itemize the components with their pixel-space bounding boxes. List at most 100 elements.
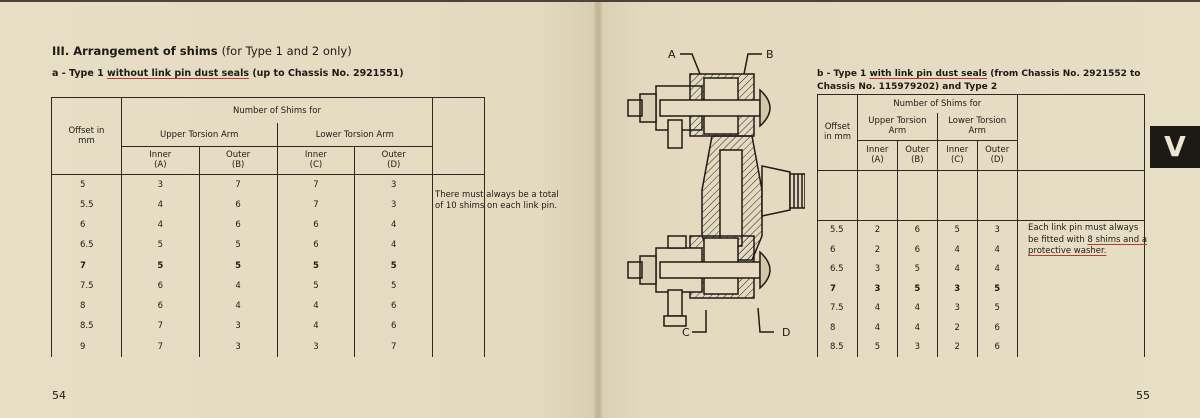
lower-arm-header-b: Lower Torsion Arm xyxy=(936,112,1018,141)
offset-cell: 5.5 xyxy=(817,220,858,240)
offset-cell: 7.5 xyxy=(51,275,122,297)
shim-count-cell: 3 xyxy=(354,174,434,195)
note-cell xyxy=(432,316,485,337)
shim-count-cell: 4 xyxy=(976,259,1018,279)
shim-total-note: There must always be a total of 10 shims… xyxy=(435,190,559,211)
page-number-left: 54 xyxy=(52,389,66,402)
offset-cell: 6.5 xyxy=(51,235,122,256)
shim-count-cell: 5 xyxy=(120,255,200,276)
type1-subheading: a - Type 1 without link pin dust seals (… xyxy=(52,68,404,79)
shim-count-cell: 6 xyxy=(896,220,938,240)
shim-count-cell: 3 xyxy=(936,278,978,299)
shim-count-cell: 3 xyxy=(976,220,1018,240)
col-d-header: Outer(D) xyxy=(354,146,434,175)
page-number-right: 55 xyxy=(1136,389,1150,402)
note-cell xyxy=(1016,220,1146,240)
shim-count-cell: 6 xyxy=(976,337,1018,357)
shim-count-cell: 4 xyxy=(276,316,356,337)
note-header-cell-b xyxy=(1016,94,1146,171)
shim-count-cell: 5 xyxy=(354,275,434,297)
shim-count-cell: 7 xyxy=(198,174,278,195)
shim-count-cell: 7 xyxy=(276,194,356,215)
shim-count-cell: 5 xyxy=(354,255,434,276)
group-header: Number of Shims for xyxy=(120,97,434,124)
shim-table-a: Offset in mm Number of Shims for Upper T… xyxy=(51,97,485,357)
shim-count-cell: 6 xyxy=(354,296,434,317)
subheading-underlined: without link pin dust seals xyxy=(107,68,249,79)
shim-count-cell: 2 xyxy=(856,239,898,260)
shim-count-cell: 4 xyxy=(276,296,356,317)
offset-cell: 7 xyxy=(817,278,858,299)
note-header-cell xyxy=(432,97,485,175)
offset-header-b: Offset in mm xyxy=(817,94,858,171)
shim-count-cell: 3 xyxy=(198,316,278,337)
note-cell xyxy=(432,214,485,236)
col-c-header-b: Inner(C) xyxy=(936,139,978,171)
blank-spacer-row xyxy=(817,169,1146,221)
type1-type2-heading: b - Type 1 with link pin dust seals (fro… xyxy=(817,68,1157,94)
link-pin-diagram xyxy=(627,53,805,333)
offset-header: Offset in mm xyxy=(51,97,122,175)
note-cell xyxy=(1016,337,1146,357)
shim-count-cell: 5 xyxy=(896,278,938,299)
shim-count-cell: 6 xyxy=(976,317,1018,338)
shim-count-cell: 4 xyxy=(198,275,278,297)
shim-count-cell: 7 xyxy=(354,336,434,357)
link-pin-note: Each link pin must always be fitted with… xyxy=(1028,223,1148,258)
shim-count-cell: 4 xyxy=(354,214,434,236)
shim-count-cell: 5 xyxy=(936,220,978,240)
note-cell xyxy=(432,255,485,276)
label-d: D xyxy=(782,326,791,339)
offset-cell: 5.5 xyxy=(51,194,122,215)
shim-count-cell: 5 xyxy=(896,259,938,279)
col-c-header: Inner(C) xyxy=(276,146,356,175)
shim-count-cell: 5 xyxy=(276,275,356,297)
shim-count-cell: 5 xyxy=(198,255,278,276)
shim-count-cell: 3 xyxy=(120,174,200,195)
shim-count-cell: 3 xyxy=(896,337,938,357)
shim-count-cell: 4 xyxy=(896,317,938,338)
note-cell xyxy=(1016,239,1146,260)
offset-cell: 8.5 xyxy=(51,316,122,337)
link-pin-note-text: Each link pin must always be fitted with xyxy=(1028,223,1139,245)
shim-count-cell: 3 xyxy=(198,336,278,357)
shim-count-cell: 7 xyxy=(276,174,356,195)
shim-count-cell: 5 xyxy=(276,255,356,276)
label-a: A xyxy=(668,48,676,61)
shim-count-cell: 3 xyxy=(936,298,978,318)
shim-count-cell: 5 xyxy=(856,337,898,357)
col-b-header-b: Outer(B) xyxy=(896,139,938,171)
rhead-prefix: b - Type 1 xyxy=(817,69,867,79)
note-cell xyxy=(432,296,485,317)
subheading-suffix: (up to Chassis No. 2921551) xyxy=(252,68,404,79)
note-cell xyxy=(1016,278,1146,299)
rhead-underlined: with link pin dust seals xyxy=(869,69,988,79)
shim-count-cell: 5 xyxy=(976,298,1018,318)
col-a-header-b: Inner(A) xyxy=(856,139,898,171)
shim-count-cell: 2 xyxy=(936,317,978,338)
link-pin-note-underlined: 8 shims and a protective washer. xyxy=(1028,234,1148,257)
shim-count-cell: 4 xyxy=(936,259,978,279)
shim-count-cell: 4 xyxy=(896,298,938,318)
shim-table-b: Offset in mm Number of Shims for Upper T… xyxy=(817,93,1146,357)
section-heading-note: (for Type 1 and 2 only) xyxy=(221,44,352,58)
col-a-header: Inner(A) xyxy=(120,146,200,175)
shim-count-cell: 3 xyxy=(856,259,898,279)
note-cell xyxy=(432,194,485,215)
note-cell xyxy=(432,275,485,297)
rhead-suffix: (from Chassis No. 2921552 to Chassis No.… xyxy=(817,69,1141,92)
section-heading-bold: III. Arrangement of shims xyxy=(52,44,218,58)
note-cell xyxy=(1016,259,1146,279)
